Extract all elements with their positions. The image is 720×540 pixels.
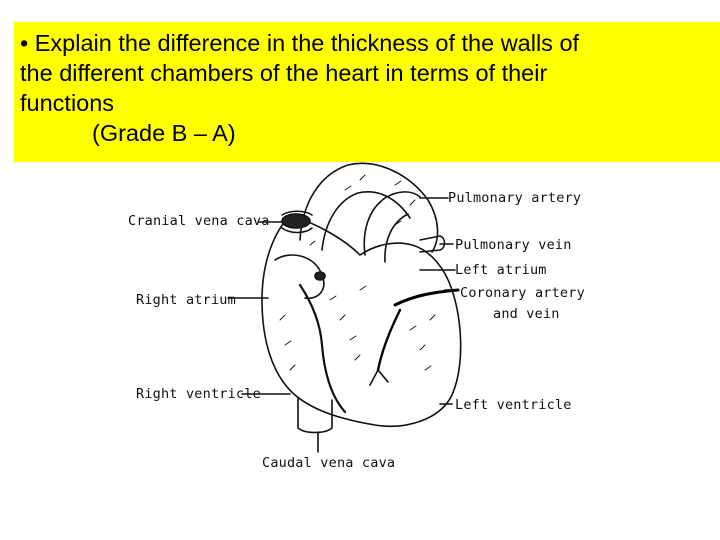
grade-label: (Grade B – A) xyxy=(92,120,236,146)
question-line-1: • Explain the difference in the thicknes… xyxy=(20,30,580,56)
pulmonary-vein-stub xyxy=(419,235,446,253)
heart-outline xyxy=(261,214,462,427)
coronary-groove xyxy=(298,283,347,414)
cranial-vena-cava-tube xyxy=(281,210,313,234)
label-pulmonary-vein: Pulmonary vein xyxy=(455,237,572,253)
label-coronary-artery: Coronary artery xyxy=(460,285,585,301)
label-right-ventricle: Right ventricle xyxy=(136,386,261,402)
label-right-atrium: Right atrium xyxy=(136,292,236,308)
label-left-atrium: Left atrium xyxy=(455,262,547,278)
pulmonary-artery-outline xyxy=(363,191,421,256)
caudal-vena-cava-tube xyxy=(297,397,333,434)
question-line-2: the different chambers of the heart in t… xyxy=(20,60,548,86)
question-line-3: functions xyxy=(20,90,115,116)
label-cranial-vena-cava: Cranial vena cava xyxy=(128,213,270,229)
label-pulmonary-artery: Pulmonary artery xyxy=(448,190,582,206)
label-coronary-vein: and vein xyxy=(493,306,560,322)
label-left-ventricle: Left ventricle xyxy=(455,397,572,413)
question-banner: • Explain the difference in the thicknes… xyxy=(14,22,720,162)
aorta-outline xyxy=(299,162,439,253)
label-caudal-vena-cava: Caudal vena cava xyxy=(262,455,396,471)
